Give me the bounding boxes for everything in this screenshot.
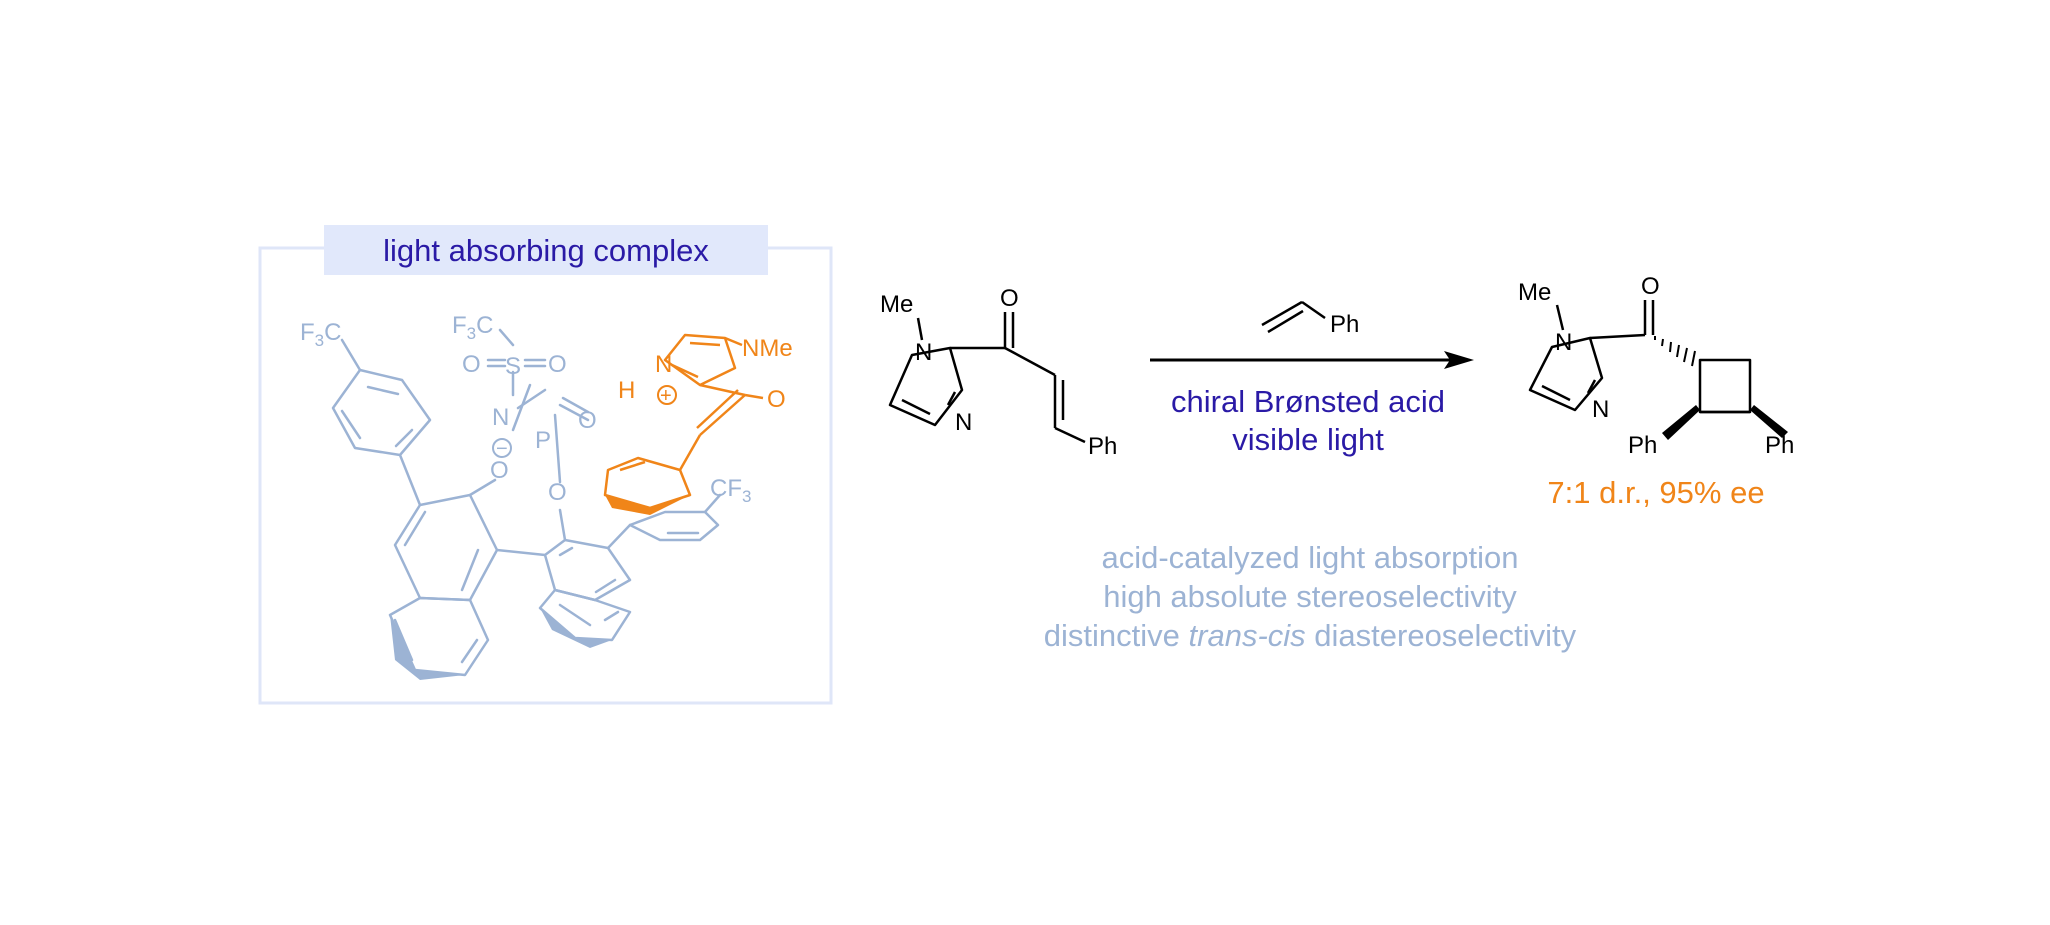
- imidazolium-n: N: [655, 351, 672, 378]
- p-o-left: O: [490, 457, 509, 484]
- highlight-3: distinctive trans-cis diastereoselectivi…: [1044, 618, 1577, 653]
- anion-sign: −: [496, 438, 508, 460]
- complex-title-box: [324, 225, 768, 275]
- reaction-arrow: [1150, 351, 1474, 369]
- reactant-ph: Ph: [1088, 433, 1117, 460]
- product-me: Me: [1518, 279, 1551, 306]
- protonated-imidazolyl-enone: [603, 333, 764, 510]
- complex-panel: light absorbing complex: [258, 225, 833, 705]
- reactant-o: O: [1000, 285, 1019, 312]
- selectivity-result: 7:1 d.r., 95% ee: [1547, 475, 1764, 510]
- bold-wedges: [1662, 405, 1788, 440]
- sulfonyl-o-right: O: [548, 351, 567, 378]
- highlights: acid-catalyzed light absorption high abs…: [1044, 540, 1577, 653]
- sulfonyl-f3c-label: F3C: [452, 312, 493, 343]
- sulfonyl-o-left: O: [462, 351, 481, 378]
- cation-sign: +: [660, 385, 672, 407]
- product-o: O: [1641, 273, 1660, 300]
- reactant-enone: [888, 312, 1086, 444]
- cyclobutane-ring: [1698, 358, 1752, 414]
- enone-o: O: [767, 386, 786, 413]
- aryl-ring-right: [628, 510, 720, 542]
- product-imidazole-ring: [1528, 336, 1604, 412]
- complex-title: light absorbing complex: [383, 233, 709, 268]
- reactant-labels: Me N N O Ph: [880, 285, 1117, 460]
- complex-frame: [258, 246, 833, 705]
- naphthyl-ring-left-upper: [393, 493, 499, 602]
- p-o-right: O: [548, 479, 567, 506]
- product-n1: N: [1555, 329, 1572, 356]
- reactant-me: Me: [880, 291, 913, 318]
- reactant-n3: N: [955, 409, 972, 436]
- imidazole-ring: [888, 346, 964, 427]
- aryl-ring-left: [331, 368, 432, 457]
- imidazolium-nme: NMe: [742, 335, 793, 362]
- substrate-labels: N H + NMe O: [618, 335, 793, 413]
- cf3-right-label: CF3: [710, 475, 751, 506]
- conditions-line1: chiral Brønsted acid: [1171, 384, 1445, 419]
- product-n3: N: [1592, 396, 1609, 423]
- cation-circle: [657, 385, 677, 405]
- p-o-right-bond: [553, 413, 562, 484]
- naphthyl-ring-right-lower: [538, 588, 632, 642]
- highlight-1: acid-catalyzed light absorption: [1101, 540, 1518, 575]
- phosphorus: P: [535, 427, 551, 454]
- product-labels: Me N N O Ph Ph: [1518, 273, 1794, 459]
- conditions-line2: visible light: [1232, 422, 1384, 457]
- cf3-bond-left: [340, 338, 362, 372]
- cf3-left-label: F3C: [300, 319, 341, 350]
- hashed-wedge: [1654, 336, 1696, 367]
- catalyst-labels: F3C F3C O S O N P O − O O CF3: [300, 312, 751, 506]
- product-cyclobutane: [1528, 300, 1752, 414]
- reactant-n1: N: [915, 339, 932, 366]
- imidazolium-h: H: [618, 377, 635, 404]
- styrene-reagent: [1261, 300, 1326, 334]
- amide-n: N: [492, 404, 509, 431]
- product-ph-right: Ph: [1765, 432, 1794, 459]
- anion-circle: [492, 438, 512, 458]
- highlight-2: high absolute stereoselectivity: [1103, 579, 1517, 614]
- imidazolium-ring: [663, 333, 737, 387]
- styrene-ph: Ph: [1330, 311, 1359, 338]
- substrate-wedge: [605, 495, 690, 515]
- sulfonyl-s: S: [505, 353, 521, 380]
- p-double-o: O: [578, 407, 597, 434]
- catalyst-wedges: [390, 608, 612, 680]
- p-n-bond: [511, 383, 532, 432]
- product-ph-left: Ph: [1628, 432, 1657, 459]
